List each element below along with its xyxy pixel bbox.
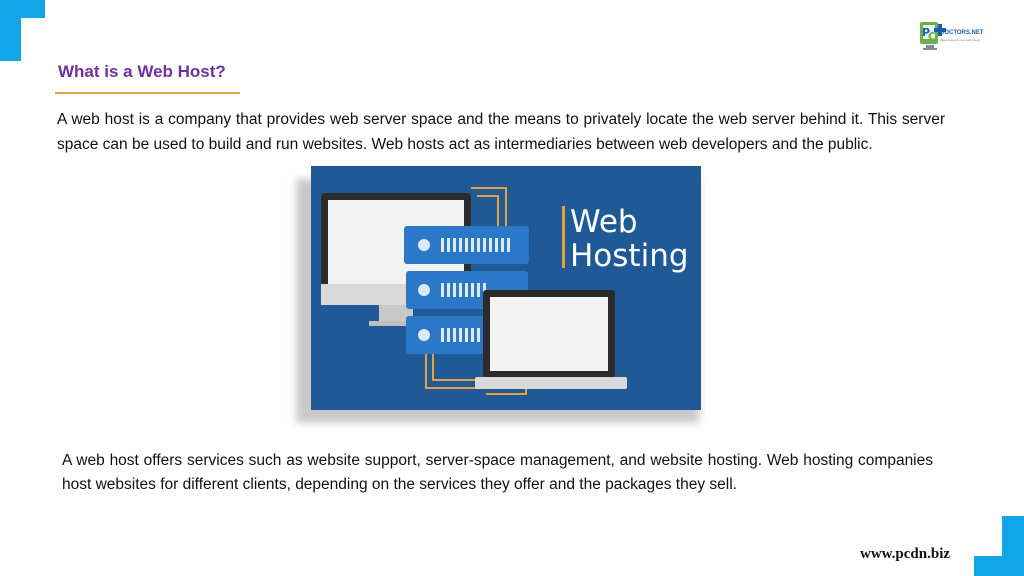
corner-accent-bottom-right-bar [974,556,1024,576]
laptop-icon [475,290,627,389]
title-underline [55,92,240,94]
hero-line2: Hosting [570,238,689,274]
footer-url: www.pcdn.biz [860,546,951,562]
logo-subtext: Ideas beyond your technology [940,38,981,42]
web-hosting-illustration: Web Hosting [311,166,701,410]
svg-text:C: C [928,30,936,43]
hero-text-divider [562,206,565,268]
page-title: What is a Web Host? [58,62,226,81]
web-hosting-illustration-svg: Web Hosting [321,187,689,395]
pcdoctors-logo: P C [920,22,946,50]
svg-text:P: P [922,26,930,39]
services-paragraph: A web host offers services such as websi… [62,452,933,493]
logo-text: DOCTORS.NET [940,30,984,36]
corner-accent-top-left-bar [0,0,45,18]
hero-line1: Web [570,204,638,240]
intro-paragraph: A web host is a company that provides we… [57,111,945,153]
